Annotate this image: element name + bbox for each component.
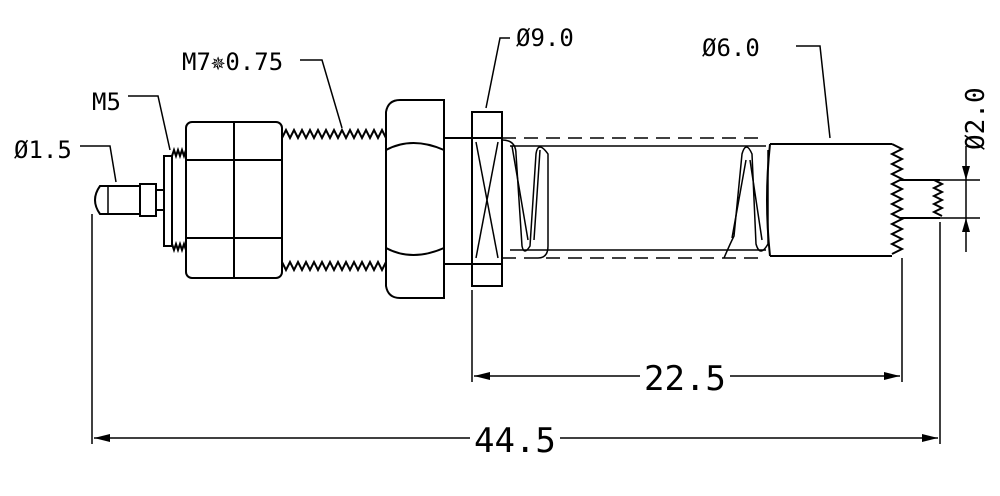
thread-m5 <box>163 146 187 254</box>
dim-tip-diameter: Ø2.0 <box>940 87 991 252</box>
spring-left <box>501 139 549 259</box>
label-tip-diameter: Ø2.0 <box>961 87 991 150</box>
thread-m7 <box>281 127 387 273</box>
label-thread-main: M7✵0.75 <box>182 48 283 76</box>
dim-pin-diameter: Ø1.5 <box>14 136 117 183</box>
plunger-body <box>766 143 945 257</box>
dim-thread-small: M5 <box>92 88 171 151</box>
hex-nut-large <box>385 99 473 299</box>
dim-body-diameter: Ø6.0 <box>702 34 831 139</box>
dim-stroke-length: 22.5 <box>471 258 903 399</box>
label-nut-diameter: Ø9.0 <box>516 24 574 52</box>
spring-housing <box>502 137 766 259</box>
flange-washer <box>471 111 503 287</box>
dim-thread-main: M7✵0.75 <box>182 48 343 129</box>
label-body-diameter: Ø6.0 <box>702 34 760 62</box>
label-stroke-length: 22.5 <box>644 359 726 399</box>
spring-right <box>723 146 769 259</box>
label-pin-diameter: Ø1.5 <box>14 136 72 164</box>
label-total-length: 44.5 <box>474 421 556 461</box>
dim-total-length: 44.5 <box>91 214 941 461</box>
hex-nut-small <box>185 121 283 279</box>
pin-tip <box>94 183 164 217</box>
dim-nut-diameter: Ø9.0 <box>485 24 574 109</box>
label-thread-small: M5 <box>92 88 121 116</box>
